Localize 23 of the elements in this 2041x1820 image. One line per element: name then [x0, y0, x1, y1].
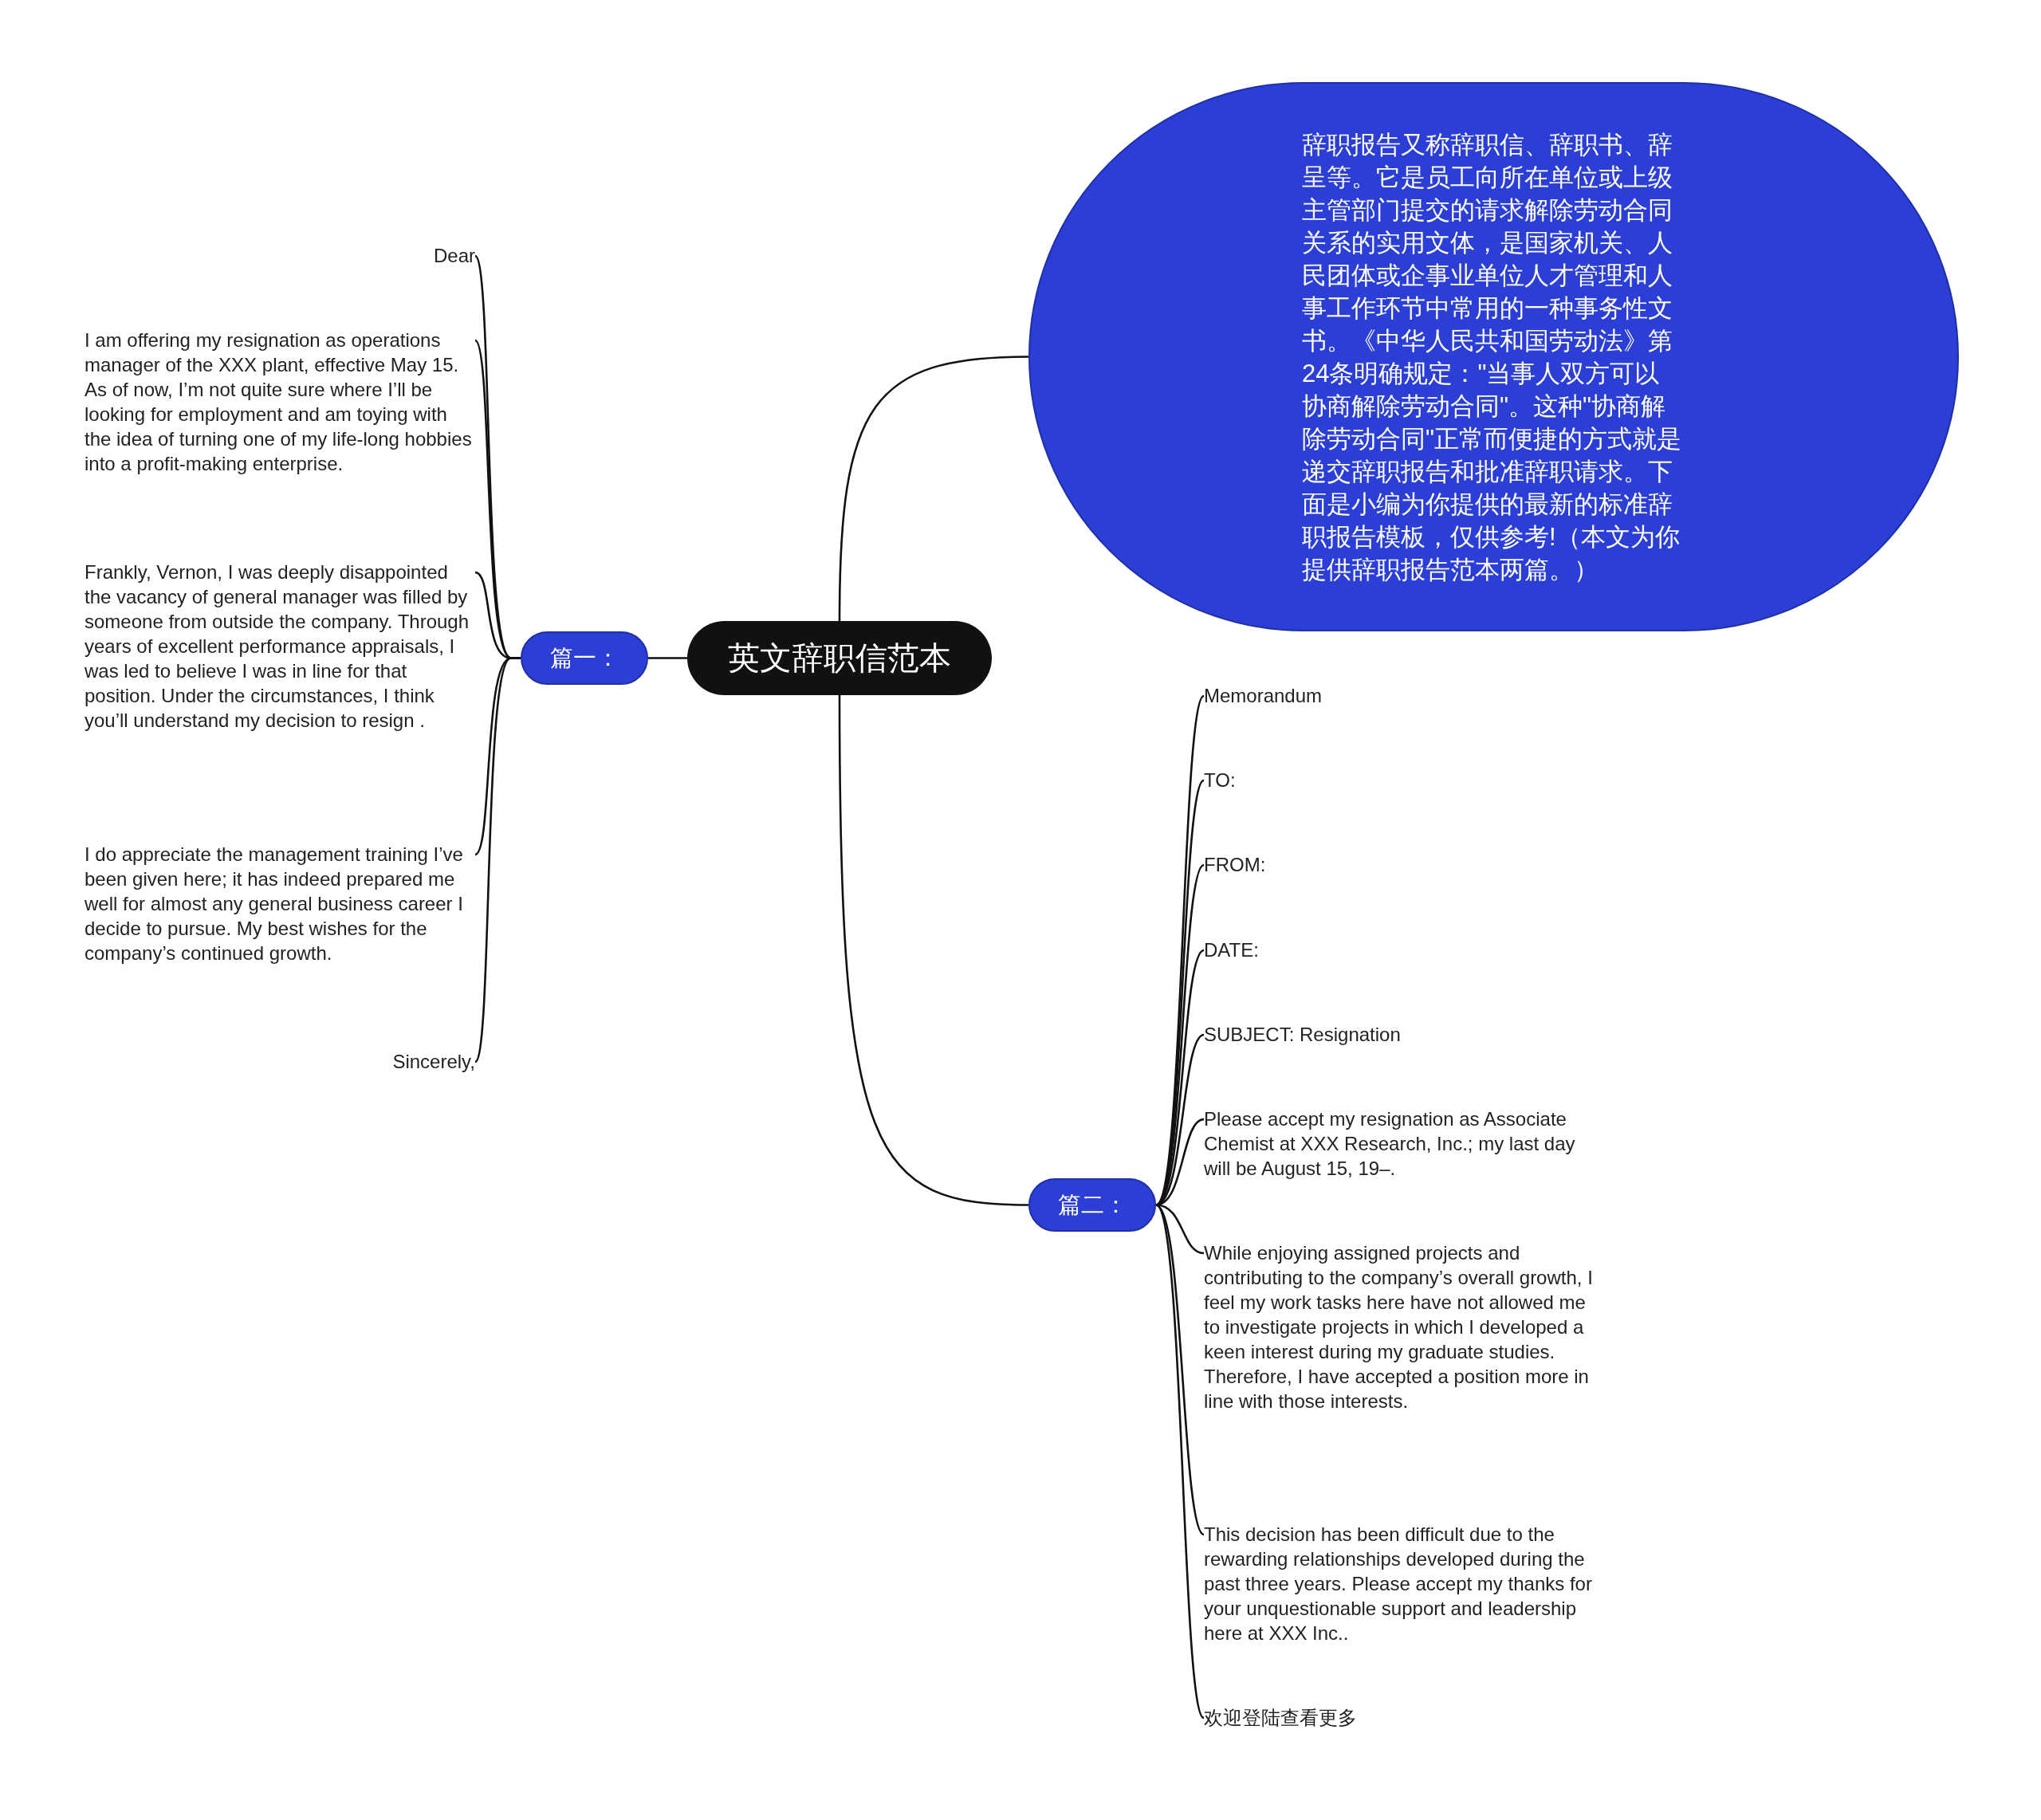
letter-text: Dear: [433, 243, 475, 268]
memo-text: FROM:: [1204, 852, 1266, 877]
letter-paragraph: I do appreciate the management training I’ve been given here; it has indeed prepared me well for almost any general business career I decide to pursue. My best wishes for the company’s continued growth.: [85, 842, 475, 965]
memo-text: 欢迎登陆查看更多: [1204, 1705, 1357, 1730]
memo-paragraph: While enjoying assigned projects and contributing to the company’s overall growth, I feel my work tasks here have not allowed me to investigate projects in which I developed a keen interest during my graduate studies. Therefore, I have accepted a position more in line with those interests.: [1204, 1240, 1606, 1413]
connector: [1155, 949, 1205, 1206]
connector: [1154, 1204, 1205, 1719]
memo-text: TO:: [1204, 768, 1236, 792]
topic-pill: 篇一：: [521, 631, 648, 685]
connector: [648, 657, 687, 659]
root-topic-pill: 英文辞职信范本: [687, 621, 992, 695]
connector: [838, 356, 1029, 621]
connector: [838, 695, 1029, 1206]
letter-paragraph: Frankly, Vernon, I was deeply disappointed the vacancy of general manager was filled by someone from outside the company. Through years of excellent performance appraisals, I was led to believe I was in line for that position. Under the circumstances, I think you’ll understand my decision to resign .: [85, 560, 475, 733]
memo-text: DATE:: [1204, 938, 1259, 962]
memo-paragraph: Please accept my resignation as Associate Chemist at XXX Research, Inc.; my last day will be August 15, 19–.: [1204, 1107, 1606, 1181]
memo-text: Memorandum: [1204, 683, 1323, 708]
memo-paragraph: This decision has been difficult due to the rewarding relationships developed during the past three years. Please accept my thanks for your unquestionable support and leadership here at XXX Inc..: [1204, 1522, 1606, 1645]
letter-paragraph: I am offering my resignation as operations manager of the XXX plant, effective May 15. As of now, I’m not quite sure where I’ll be looking for employment and am toying with the idea of turning one of my life-long hobbies into a profit-making enterprise.: [85, 328, 475, 476]
topic-pill: 篇二：: [1028, 1178, 1156, 1232]
memo-text: SUBJECT: Resignation: [1204, 1022, 1401, 1047]
connector: [1155, 1204, 1205, 1535]
letter-text: Sincerely,: [392, 1049, 475, 1074]
